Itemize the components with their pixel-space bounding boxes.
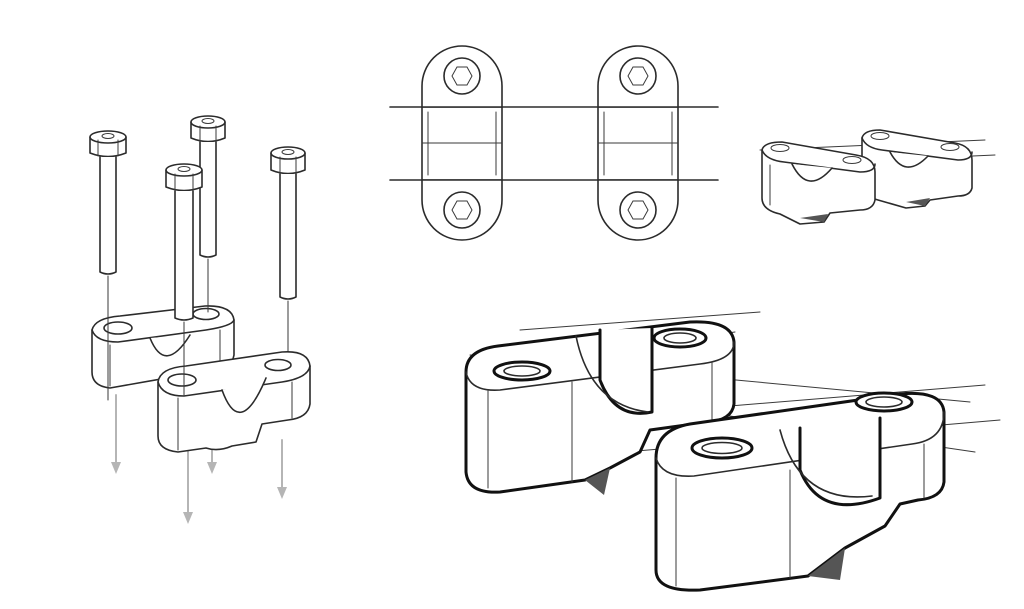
small-clamp-back	[861, 129, 973, 209]
large-clamp-front	[654, 391, 946, 592]
top-view-clamp-left	[421, 45, 503, 241]
top-view	[389, 45, 719, 241]
bolt-3	[270, 146, 306, 361]
bolt-4	[165, 163, 203, 396]
top-view-clamp-right	[597, 45, 679, 241]
bolt-2	[190, 115, 226, 313]
large-isometric-view	[464, 311, 1001, 592]
large-clamp-back	[464, 320, 736, 495]
exploded-view	[89, 115, 311, 524]
exploded-clamp-front	[157, 350, 311, 453]
small-clamp-front	[761, 141, 876, 225]
bolt-1	[89, 130, 127, 401]
small-isometric-view	[759, 129, 996, 225]
